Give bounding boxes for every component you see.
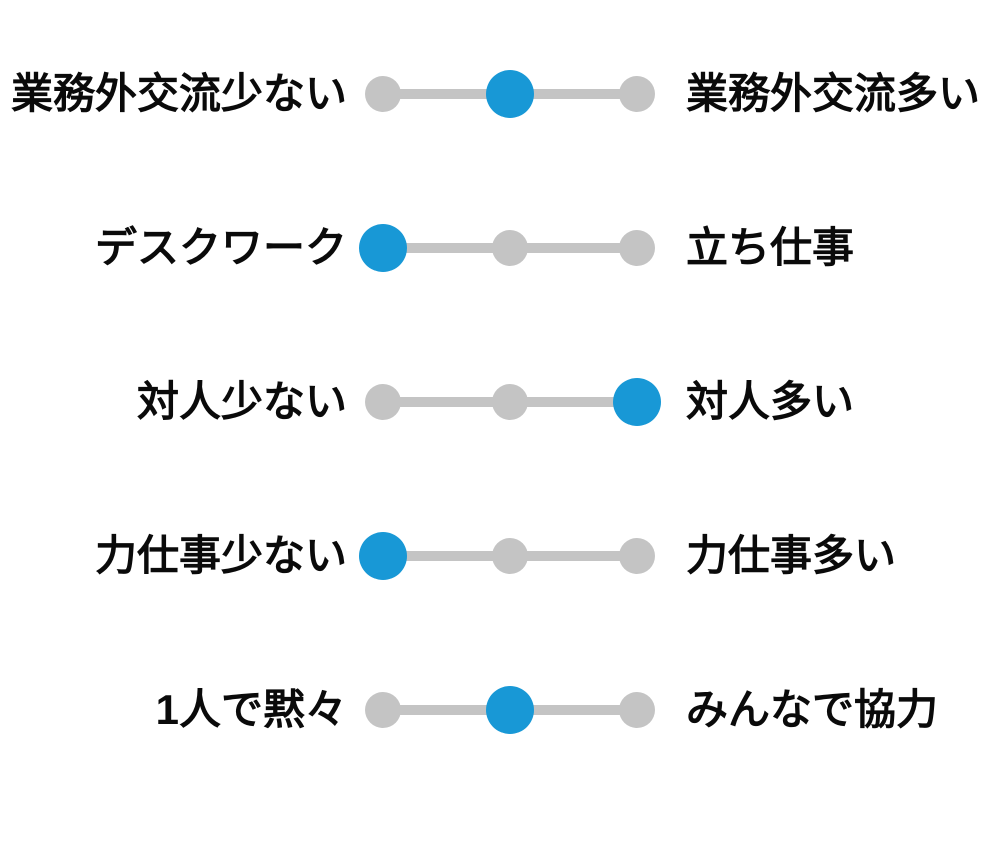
dot-left[interactable] bbox=[365, 692, 401, 728]
slider-track bbox=[359, 222, 655, 274]
right-pole-label: 立ち仕事 bbox=[686, 223, 855, 271]
right-pole-label: 力仕事多い bbox=[686, 531, 897, 579]
left-pole-label: 業務外交流少ない bbox=[10, 69, 347, 117]
dot-left[interactable] bbox=[365, 384, 401, 420]
left-pole-label: デスクワーク bbox=[94, 223, 347, 271]
dot-right[interactable] bbox=[613, 378, 661, 426]
dot-right[interactable] bbox=[619, 230, 655, 266]
slider-list: 業務外交流少ない 業務外交流多い デスクワーク 立ち仕事 対人少ない 対人多い … bbox=[0, 17, 1000, 787]
right-pole-label: 業務外交流多い bbox=[686, 69, 981, 117]
dot-right[interactable] bbox=[619, 76, 655, 112]
dot-middle[interactable] bbox=[486, 686, 534, 734]
slider-row: 業務外交流少ない 業務外交流多い bbox=[0, 17, 1000, 171]
left-pole-label: 力仕事少ない bbox=[94, 531, 347, 579]
slider-track bbox=[365, 684, 655, 736]
dot-right[interactable] bbox=[619, 692, 655, 728]
slider-track bbox=[365, 376, 661, 428]
right-pole-label: 対人多い bbox=[686, 377, 855, 425]
right-pole-label: みんなで協力 bbox=[686, 685, 939, 733]
slider-row: 力仕事少ない 力仕事多い bbox=[0, 479, 1000, 633]
dot-left[interactable] bbox=[359, 224, 407, 272]
dot-middle[interactable] bbox=[486, 70, 534, 118]
dot-left[interactable] bbox=[365, 76, 401, 112]
dot-middle[interactable] bbox=[492, 230, 528, 266]
dot-right[interactable] bbox=[619, 538, 655, 574]
slider-track bbox=[359, 530, 655, 582]
slider-row: 対人少ない 対人多い bbox=[0, 325, 1000, 479]
dot-middle[interactable] bbox=[492, 538, 528, 574]
left-pole-label: 対人少ない bbox=[136, 377, 347, 425]
dot-left[interactable] bbox=[359, 532, 407, 580]
slider-row: デスクワーク 立ち仕事 bbox=[0, 171, 1000, 325]
slider-track bbox=[365, 68, 655, 120]
slider-row: 1人で黙々 みんなで協力 bbox=[0, 633, 1000, 787]
dot-middle[interactable] bbox=[492, 384, 528, 420]
left-pole-label: 1人で黙々 bbox=[155, 685, 347, 733]
